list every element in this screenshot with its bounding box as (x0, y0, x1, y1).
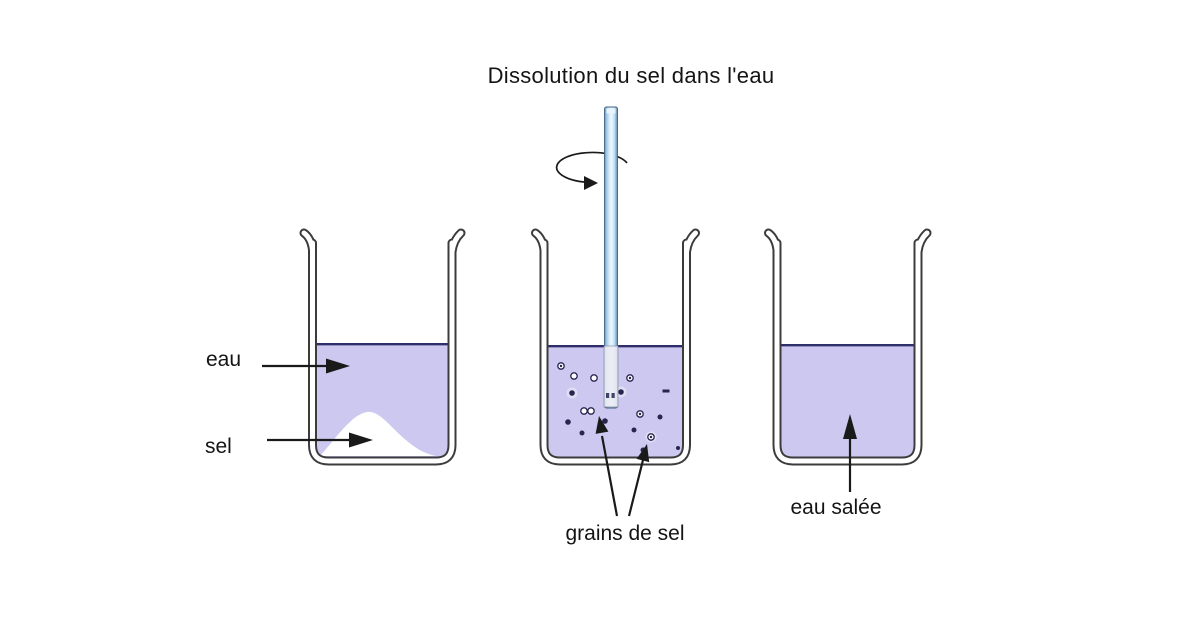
label-grains-de-sel: grains de sel (565, 522, 685, 545)
salt-grain-core (559, 364, 563, 368)
grains-arrows (595, 416, 650, 517)
salt-grain (618, 389, 624, 395)
salt-grain-core (628, 376, 632, 380)
eau-arrow (262, 358, 350, 374)
stirring-rod (603, 106, 619, 409)
salt-grain (590, 374, 598, 382)
label-eau-salee: eau salée (790, 496, 882, 519)
salt-grain (662, 389, 670, 393)
rod-bottom-mark (611, 393, 615, 398)
salt-grain (657, 414, 663, 420)
salt-grain (579, 430, 585, 436)
beaker-glass-inner-lines (301, 230, 930, 464)
salt-grain-core (638, 412, 642, 416)
rod-top-highlight (606, 108, 616, 114)
salt-grain (570, 372, 578, 380)
diagram-title: Dissolution du sel dans l'eau (487, 63, 775, 88)
eau-salee-arrow (843, 414, 857, 492)
salt-grain (676, 446, 680, 450)
salt-grain (587, 407, 595, 415)
salt-grain (580, 407, 588, 415)
rod-bottom-mark (606, 393, 610, 398)
rod-underwater-part (603, 345, 619, 408)
label-sel: sel (205, 435, 232, 458)
rotation-arrow-head (584, 176, 598, 190)
salt-grain (631, 427, 637, 433)
salt-grain-core (649, 435, 653, 439)
sel-arrow (267, 432, 373, 448)
salt-grain (569, 390, 575, 396)
salt-grain (602, 418, 608, 424)
label-eau: eau (206, 348, 242, 371)
beaker-3-water (777, 344, 918, 457)
salt-grain (565, 419, 571, 425)
